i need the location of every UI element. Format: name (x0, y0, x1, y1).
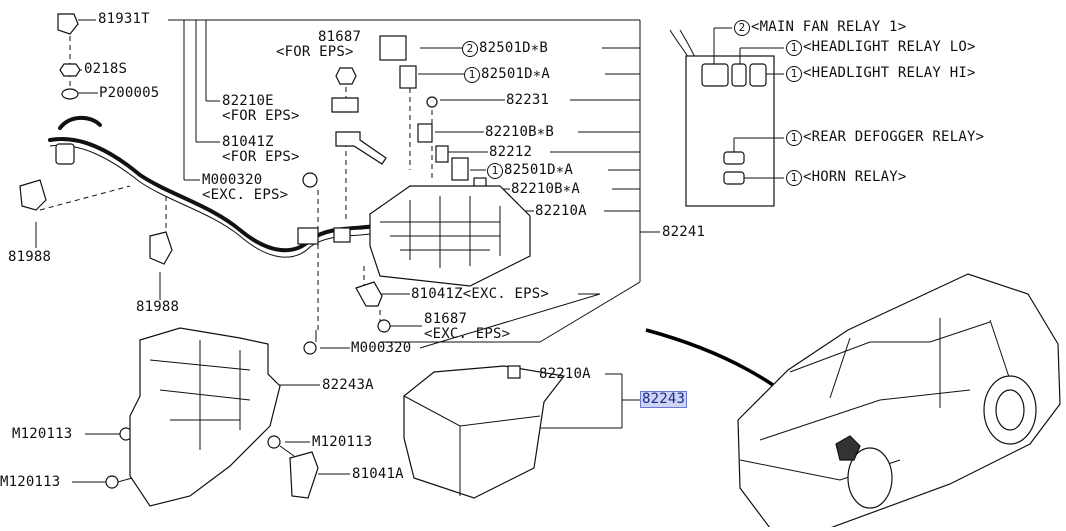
part-82241[interactable]: 82241 (662, 224, 706, 240)
callout-circle: 2 (734, 20, 750, 36)
part-M000320-exc-eps[interactable]: M000320 (202, 172, 263, 188)
part-82210B-A[interactable]: 82210B∗A (511, 181, 581, 197)
relay-legend-text: <MAIN FAN RELAY 1> (751, 19, 907, 35)
callout-circle: 1 (464, 67, 480, 83)
lower-bracket (129, 327, 319, 507)
relay-legend-headlight-lo: 1<HEADLIGHT RELAY LO> (786, 40, 976, 56)
part-M120113-left[interactable]: M120113 (12, 426, 73, 442)
note-exc-eps-M000320: <EXC. EPS> (202, 187, 289, 203)
part-82212[interactable]: 82212 (489, 144, 533, 160)
relay-legend-main-fan: 2<MAIN FAN RELAY 1> (734, 20, 906, 36)
vehicle-illustration (645, 273, 1061, 529)
part-81687-exc-eps[interactable]: 81687 (424, 311, 468, 327)
note-for-eps-81041Z: <FOR EPS> (222, 149, 300, 165)
part-82501D-A-2-text: 82501D∗A (504, 162, 574, 178)
callout-circle: 1 (786, 130, 802, 146)
part-82231[interactable]: 82231 (506, 92, 550, 108)
fuse-box (297, 185, 531, 287)
part-81041Z-exc-eps[interactable]: 81041Z<EXC. EPS> (411, 286, 550, 302)
part-82243-highlighted[interactable]: 82243 (639, 391, 688, 408)
note-for-eps-82210E: <FOR EPS> (222, 108, 300, 124)
callout-circle: 1 (786, 40, 802, 56)
relay-legend-rear-defogger: 1<REAR DEFOGGER RELAY> (786, 130, 984, 146)
fuse-box-cover (403, 365, 566, 499)
part-82210E[interactable]: 82210E (222, 93, 274, 109)
relay-legend-text: <HEADLIGHT RELAY LO> (803, 39, 976, 55)
relay-legend-text: <HEADLIGHT RELAY HI> (803, 65, 976, 81)
part-M120113-bottom[interactable]: M120113 (0, 474, 61, 490)
relay-legend-text: <HORN RELAY> (803, 169, 907, 185)
part-82210B-B[interactable]: 82210B∗B (485, 124, 555, 140)
callout-circle: 2 (462, 41, 478, 57)
relay-legend-text: <REAR DEFOGGER RELAY> (803, 129, 985, 145)
leader-lines (35, 19, 660, 483)
part-82243A[interactable]: 82243A (322, 377, 374, 393)
part-82501D-B-text: 82501D∗B (479, 40, 549, 56)
relay-layout-box (669, 27, 784, 207)
part-81988-left[interactable]: 81988 (8, 249, 52, 265)
callout-circle: 1 (487, 163, 503, 179)
callout-circle: 1 (786, 170, 802, 186)
part-82210A[interactable]: 82210A (535, 203, 587, 219)
bolts (105, 281, 391, 489)
part-81041Z-eps[interactable]: 81041Z (222, 134, 274, 150)
part-82210A-cover[interactable]: 82210A (539, 366, 591, 382)
part-0218S[interactable]: 0218S (84, 61, 128, 77)
part-M000320[interactable]: M000320 (351, 340, 412, 356)
callout-circle: 1 (786, 66, 802, 82)
part-P200005[interactable]: P200005 (99, 85, 160, 101)
part-81931T[interactable]: 81931T (98, 11, 150, 27)
part-81041A[interactable]: 81041A (352, 466, 404, 482)
relay-legend-horn: 1<HORN RELAY> (786, 170, 907, 186)
part-82501D-A-text: 82501D∗A (481, 66, 551, 82)
small-parts (57, 13, 387, 188)
part-81687-eps[interactable]: 81687 (318, 29, 362, 45)
note-exc-eps-81687: <EXC. EPS> (424, 326, 511, 342)
relay-legend-headlight-hi: 1<HEADLIGHT RELAY HI> (786, 66, 976, 82)
part-M120113-right[interactable]: M120113 (312, 434, 373, 450)
part-81988-lower[interactable]: 81988 (136, 299, 180, 315)
note-for-eps-81687: <FOR EPS> (276, 44, 354, 60)
wiring-harness (19, 115, 382, 265)
